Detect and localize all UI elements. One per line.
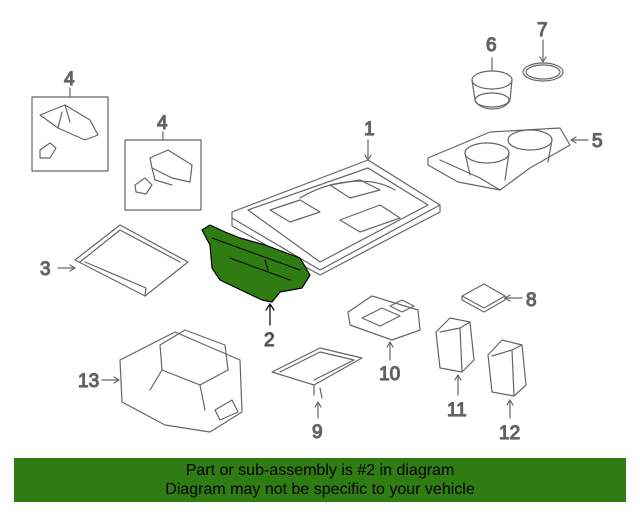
callout-4-lower: 4 bbox=[157, 113, 168, 134]
callout-10: 10 bbox=[379, 364, 400, 385]
callout-8: 8 bbox=[526, 290, 537, 311]
callout-4-upper: 4 bbox=[64, 69, 75, 90]
part-10-switch-bezel[interactable] bbox=[347, 295, 421, 361]
part-6-cup-insert[interactable] bbox=[471, 57, 513, 110]
part-8-pad[interactable] bbox=[461, 283, 523, 313]
callout-1: 1 bbox=[364, 119, 375, 140]
callout-11: 11 bbox=[447, 400, 467, 421]
callout-5: 5 bbox=[592, 131, 603, 152]
part-2-bracket-highlighted[interactable] bbox=[201, 224, 311, 326]
callout-12: 12 bbox=[499, 423, 520, 444]
part-9-tray[interactable] bbox=[271, 347, 363, 419]
part-3-mat[interactable] bbox=[57, 224, 189, 297]
callout-9: 9 bbox=[312, 422, 323, 443]
callout-7: 7 bbox=[537, 20, 548, 41]
part-1-console[interactable] bbox=[231, 139, 441, 276]
part-11-switch[interactable] bbox=[435, 317, 475, 396]
part-4-lower-clip[interactable] bbox=[124, 131, 202, 211]
part-13-shifter-housing[interactable] bbox=[101, 329, 243, 433]
part-5-cupholder-tray[interactable] bbox=[427, 127, 589, 191]
part-7-ring[interactable] bbox=[522, 39, 564, 82]
callout-2: 2 bbox=[264, 330, 275, 351]
callout-6: 6 bbox=[486, 35, 497, 56]
part-12-switch[interactable] bbox=[487, 339, 527, 419]
banner-line-disclaimer: Diagram may not be specific to your vehi… bbox=[165, 481, 475, 498]
banner-line-part-note: Part or sub-assembly is #2 in diagram bbox=[185, 462, 455, 479]
exploded-parts-diagram: 1 2 3 4 4 5 6 7 8 9 10 11 12 13 bbox=[31, 19, 603, 445]
info-banner: Part or sub-assembly is #2 in diagram Di… bbox=[14, 458, 626, 502]
part-4-upper-clip[interactable] bbox=[31, 87, 109, 172]
callout-3: 3 bbox=[40, 259, 51, 280]
callout-13: 13 bbox=[78, 371, 99, 392]
